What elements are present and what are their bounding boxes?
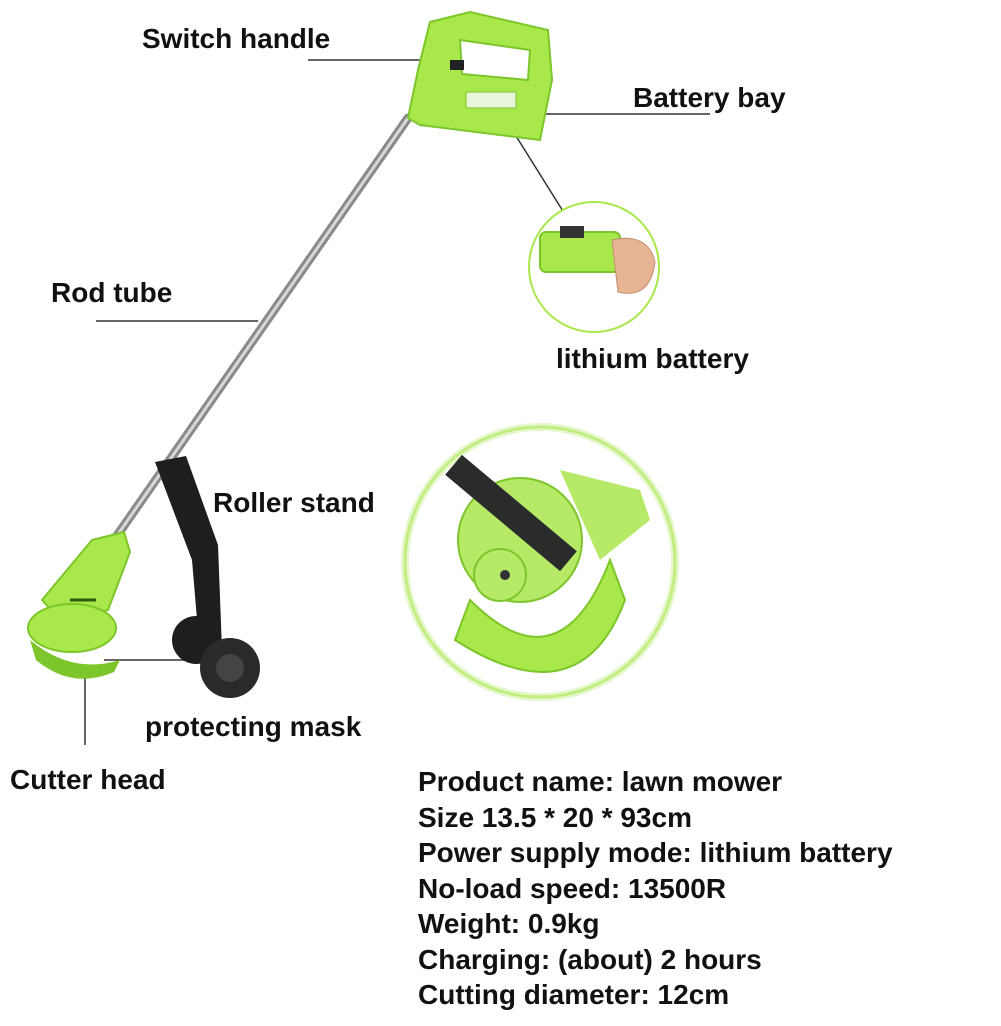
label-switch-handle: Switch handle — [142, 23, 331, 54]
label-lithium-battery: lithium battery — [556, 343, 749, 374]
spec-size: Size 13.5 * 20 * 93cm — [418, 801, 692, 833]
spec-power-supply: Power supply mode: lithium battery — [418, 837, 893, 868]
roller-stand — [155, 456, 260, 698]
label-roller-stand: Roller stand — [213, 487, 375, 518]
spec-no-load-speed: No-load speed: 13500R — [418, 872, 727, 904]
label-protecting-mask: protecting mask — [145, 711, 362, 742]
cutter-head — [27, 530, 132, 679]
spec-list: Product name: lawn mower Size 13.5 * 20 … — [418, 764, 893, 1013]
label-battery-bay: Battery bay — [633, 82, 786, 113]
switch-handle — [406, 10, 554, 142]
label-rod-tube: Rod tube — [51, 277, 173, 308]
rod-tube — [95, 113, 413, 565]
spec-product-name: Product name: lawn mower — [418, 766, 783, 797]
spec-cutting-diameter: Cutting diameter: 12cm — [418, 979, 730, 1010]
cutter-closeup-inset — [401, 423, 679, 701]
label-cutter-head: Cutter head — [10, 764, 166, 795]
lithium-battery-inset — [528, 201, 660, 333]
spec-charging: Charging: (about) 2 hours — [418, 943, 762, 975]
spec-weight: Weight: 0.9kg — [418, 908, 600, 939]
